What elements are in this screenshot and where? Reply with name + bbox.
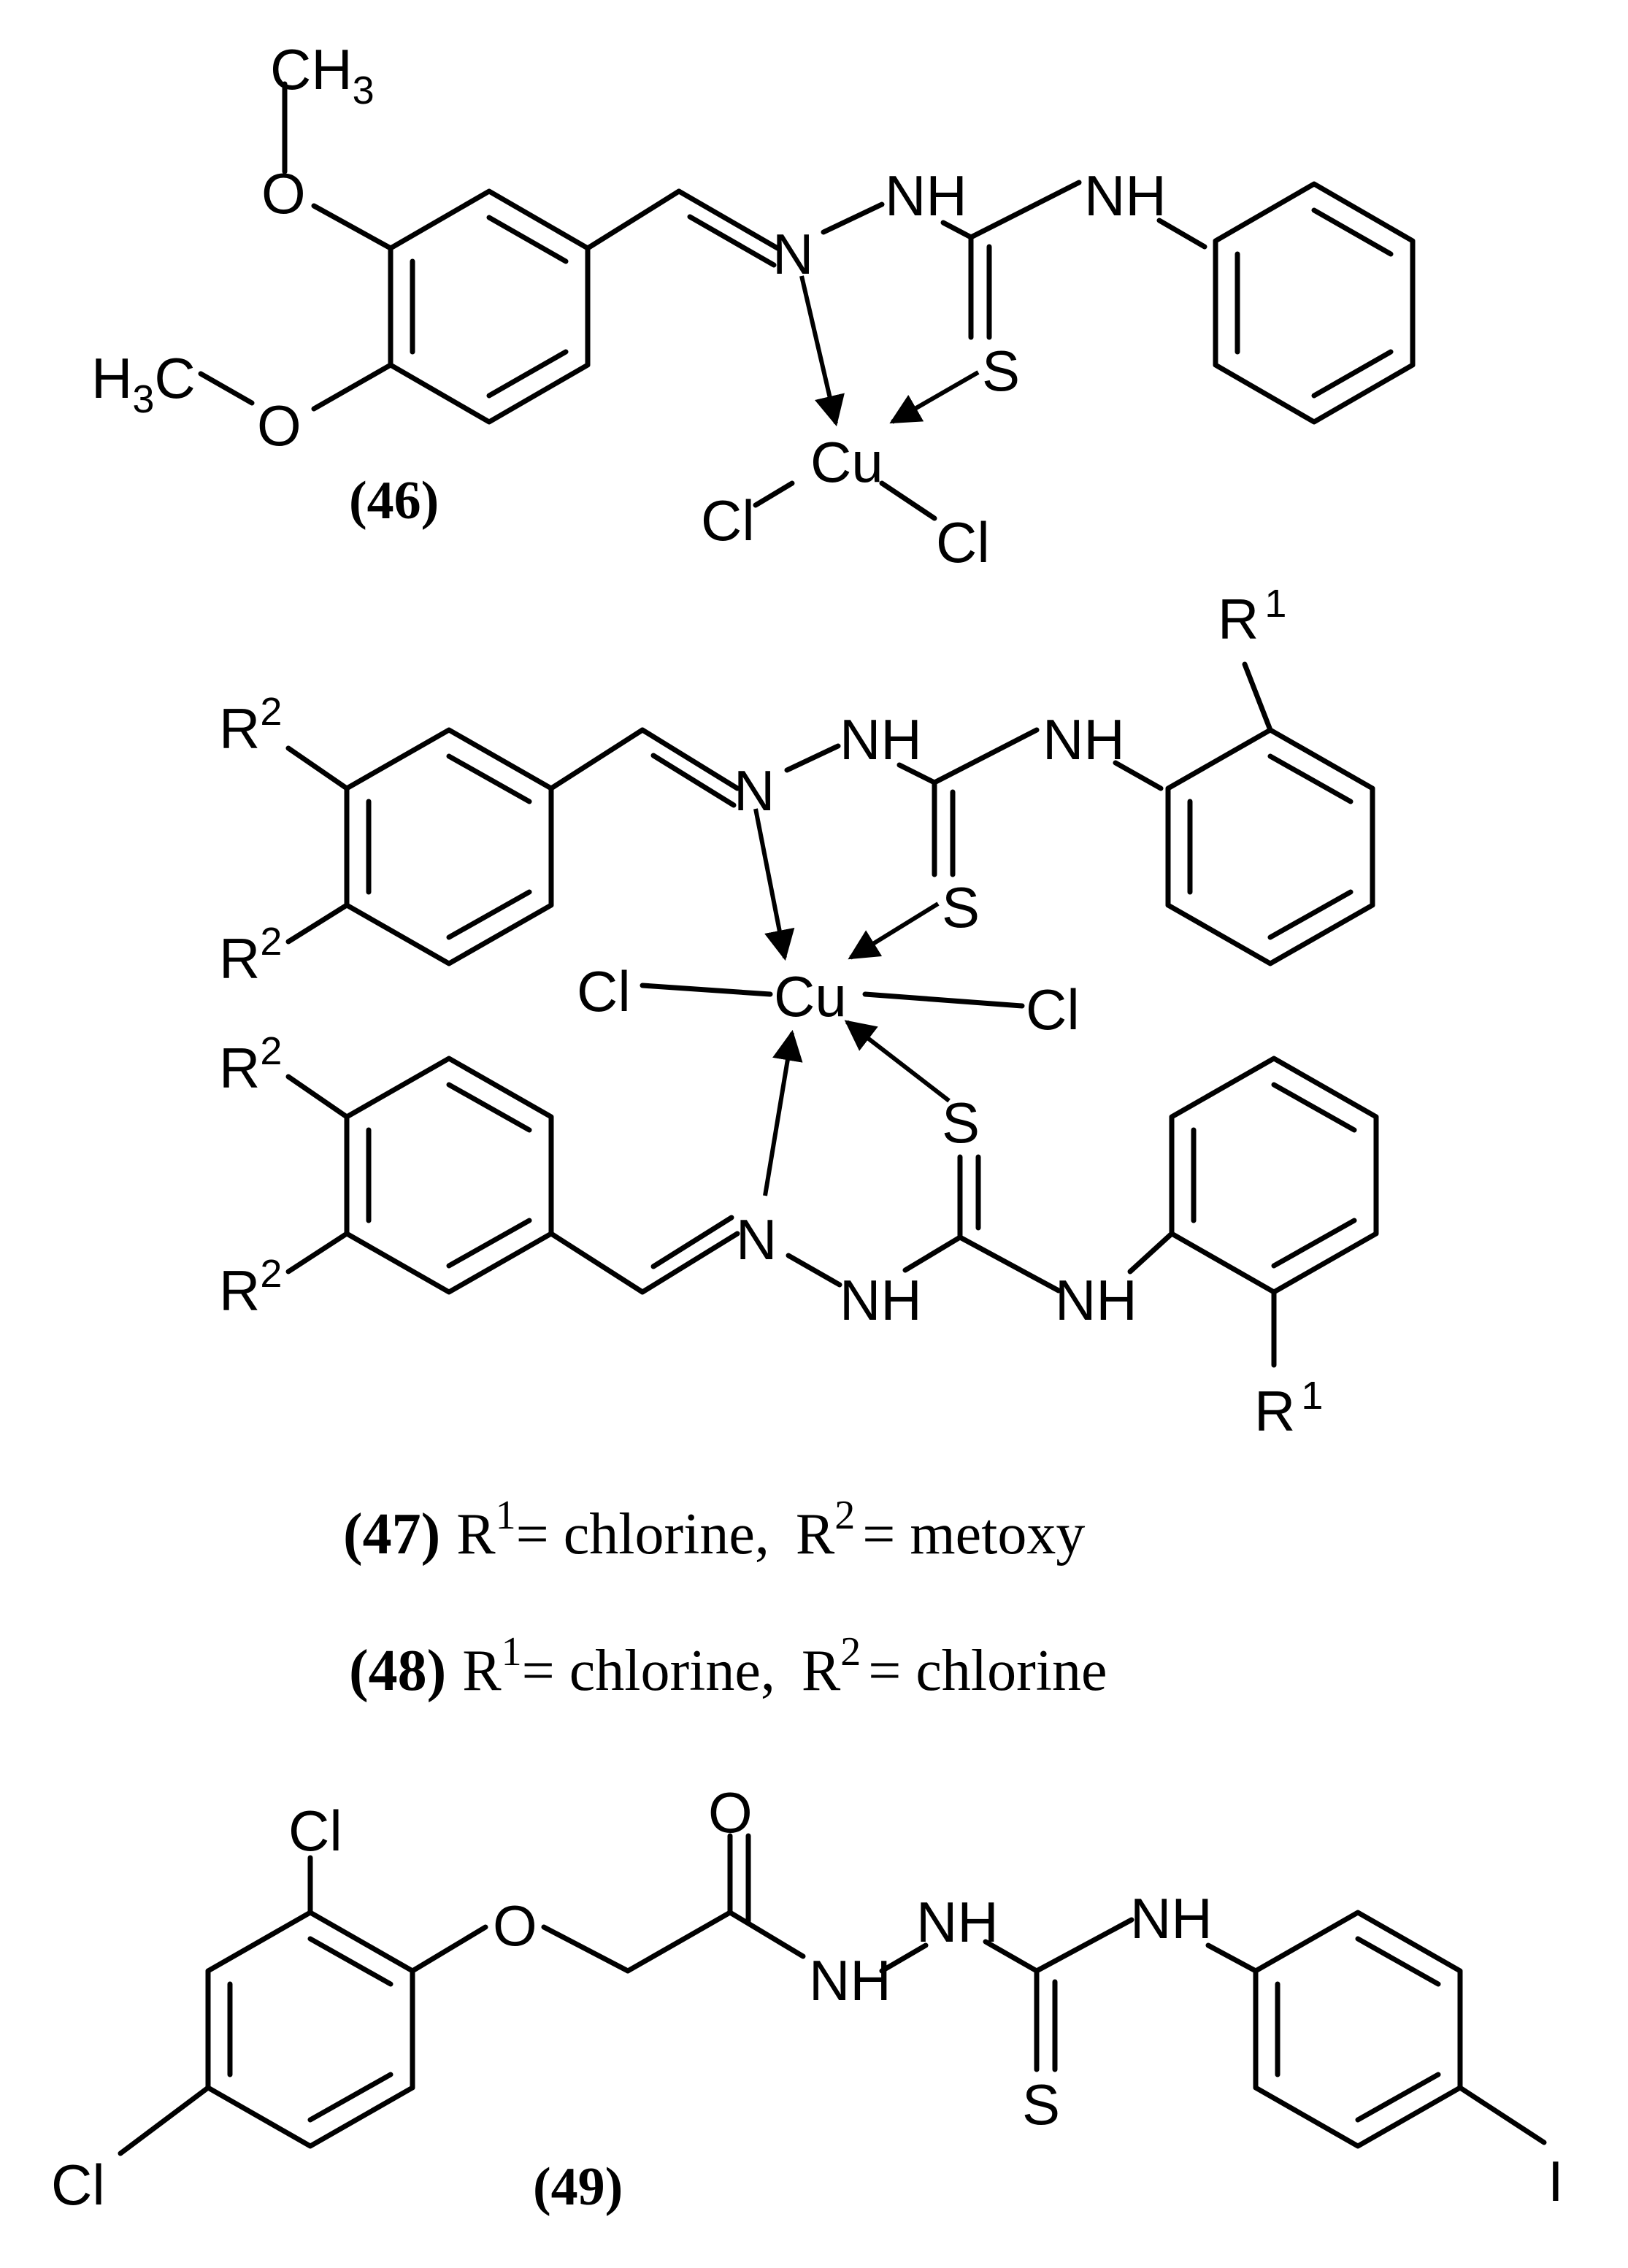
atom-r2-b: R2 <box>219 920 282 991</box>
atom-cl-49-top: Cl <box>288 1799 342 1863</box>
atom-r2-d: R2 <box>219 1252 282 1323</box>
ring-47-upper-left <box>344 727 554 966</box>
compound-number-46: (46) <box>349 471 439 531</box>
ring-49-right <box>1253 1910 1463 2149</box>
atom-cu-47: Cu <box>774 964 847 1029</box>
atom-o-49-carbonyl: O <box>708 1780 753 1845</box>
atom-n-46: N <box>772 222 813 286</box>
atom-nh-46-a: NH <box>885 164 967 228</box>
ring-49-left <box>205 1910 415 2149</box>
labels-46: CH3 O H3C O N NH NH S Cu Cl Cl (46) <box>91 37 1167 574</box>
atom-n-47-lower: N <box>736 1207 777 1272</box>
structure-46 <box>198 81 1416 521</box>
atom-nh-47-lower-b: NH <box>1055 1268 1137 1332</box>
atom-cl-47-right: Cl <box>1026 977 1080 1042</box>
atom-s-47-lower: S <box>942 1091 980 1155</box>
atom-o-lower: O <box>257 393 302 458</box>
atom-r2-c: R2 <box>219 1029 282 1100</box>
compound-number-49: (49) <box>533 2157 623 2217</box>
atom-cl-47-left: Cl <box>577 959 631 1023</box>
atom-nh-47-upper-b: NH <box>1043 707 1125 772</box>
caption-47: (47)R1= chlorine,R2= metoxy <box>343 1493 1085 1567</box>
atom-s-49: S <box>1022 2072 1060 2137</box>
atom-cl-46-right: Cl <box>936 510 990 574</box>
atom-nh-47-upper-a: NH <box>840 707 922 772</box>
ring-47-lower-left <box>344 1056 554 1295</box>
atom-nh-49-c: NH <box>1130 1886 1213 1950</box>
atom-nh-47-lower-a: NH <box>840 1268 922 1332</box>
ring-47-upper-right <box>1165 727 1375 966</box>
atom-n-47-upper: N <box>734 758 775 823</box>
labels-49: Cl O O NH NH NH S Cl I (49) <box>51 1780 1564 2217</box>
atom-o-upper: O <box>261 161 306 226</box>
atom-i-49: I <box>1548 2149 1564 2213</box>
atom-s-46: S <box>982 339 1020 403</box>
captions: (47)R1= chlorine,R2= metoxy (48)R1= chlo… <box>343 1493 1107 1703</box>
ring-46-left <box>388 188 591 425</box>
atom-h3c-left: H3C <box>91 346 196 421</box>
atom-cu-46: Cu <box>810 430 883 494</box>
ring-46-right <box>1213 181 1416 425</box>
atom-cl-46-left: Cl <box>701 488 755 553</box>
atom-r2-a: R2 <box>219 690 282 761</box>
ring-47-lower-right <box>1169 1056 1379 1295</box>
atom-nh-49-a: NH <box>809 1948 891 2013</box>
caption-48: (48)R1= chlorine,R2= chlorine <box>349 1629 1107 1703</box>
atom-ch3-top: CH3 <box>270 37 375 112</box>
atom-s-47-upper: S <box>942 875 980 939</box>
structure-49 <box>118 1833 1547 2156</box>
atom-nh-46-b: NH <box>1084 164 1167 228</box>
atom-cl-49-bottom: Cl <box>51 2153 105 2217</box>
structure-47-48 <box>285 661 1379 1368</box>
atom-o-49-ether: O <box>493 1894 537 1958</box>
atom-nh-49-b: NH <box>916 1890 999 1954</box>
